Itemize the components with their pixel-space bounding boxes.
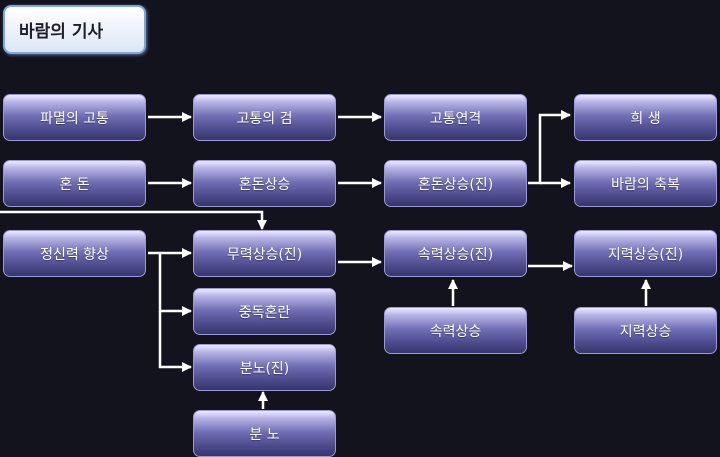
node-intel-up: 지력상승 xyxy=(574,307,717,354)
node-rage: 분 노 xyxy=(193,410,336,457)
node-pain-chain: 고통연격 xyxy=(384,94,527,141)
node-speed-up-true: 속력상승(진) xyxy=(384,230,527,277)
node-pain-sword: 고통의 검 xyxy=(193,94,336,141)
arrow-mental-up-to-rage-true xyxy=(158,311,192,372)
node-mental-up: 정신력 향상 xyxy=(3,230,146,277)
diagram-title: 바람의 기사 xyxy=(3,5,146,54)
node-chaos-up-true: 혼돈상승(진) xyxy=(384,160,527,207)
node-intel-up-true: 지력상승(진) xyxy=(574,230,717,277)
node-rage-true: 분노(진) xyxy=(193,344,336,391)
node-chaos-up: 혼돈상승 xyxy=(193,160,336,207)
node-wind-blessing: 바람의 축복 xyxy=(574,160,717,207)
node-chaos: 혼 돈 xyxy=(3,160,146,207)
node-poison-confusion: 중독혼란 xyxy=(193,288,336,335)
node-martial-up-true: 무력상승(진) xyxy=(193,230,336,277)
arrow-feed-into-martial-up-true xyxy=(0,210,267,230)
arrow-chaos-up-true-to-sacrifice xyxy=(528,110,571,185)
node-sacrifice: 희 생 xyxy=(574,94,717,141)
arrow-mental-up-to-poison-confusion xyxy=(158,253,192,316)
node-speed-up: 속력상승 xyxy=(384,307,527,354)
node-pain-destruction: 파멸의 고통 xyxy=(3,94,146,141)
